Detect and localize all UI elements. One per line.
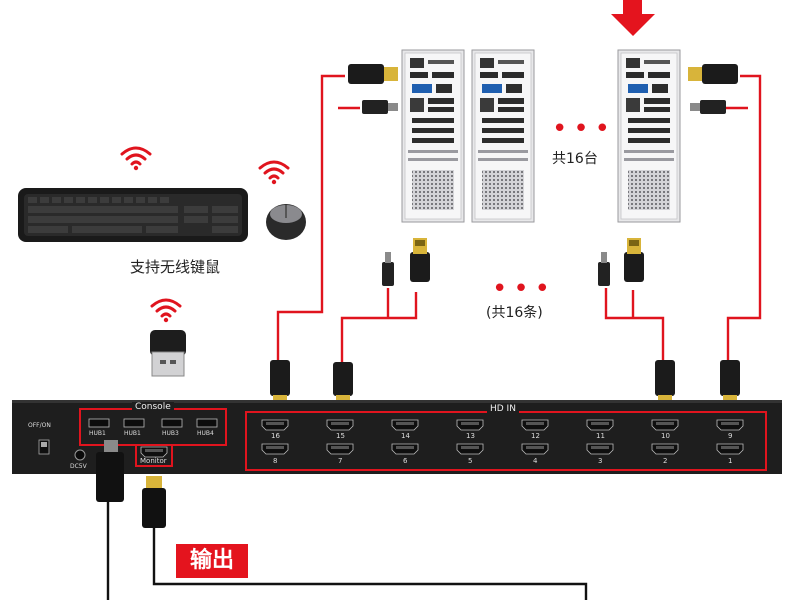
hdmi-port-number: 16: [271, 432, 280, 440]
cable-lines: [276, 74, 762, 362]
hdmi-port-number: 15: [336, 432, 345, 440]
hdmi-port-number: 7: [338, 457, 343, 465]
pc-tower-1-icon: [401, 49, 465, 223]
output-label: 输出: [176, 544, 248, 578]
hdmi-port-number: 9: [728, 432, 733, 440]
pc-count-label: 共16台: [552, 151, 598, 167]
hdmi-port-number: 12: [531, 432, 540, 440]
output-cable: [152, 524, 588, 600]
mouse-icon: [266, 204, 306, 240]
highlight-arrow-icon: [611, 0, 655, 36]
hdmi-port-number: 2: [663, 457, 668, 465]
usb-port-label: HUB1: [124, 430, 141, 437]
console-title: Console: [132, 402, 174, 412]
dc-input-label: DC5V: [70, 463, 87, 470]
wifi-icon: [258, 160, 290, 186]
hd-in-title: HD IN: [487, 404, 519, 414]
pc-connectors: [348, 64, 738, 286]
output-plugs: [96, 440, 166, 528]
keyboard-icon: [18, 188, 248, 242]
wireless-support-label: 支持无线键鼠: [130, 258, 221, 276]
hdmi-port-number: 14: [401, 432, 410, 440]
power-switch-label: OFF/ON: [28, 422, 51, 429]
hdmi-port-number: 5: [468, 457, 473, 465]
kvm-hdmi-plugs: [270, 360, 740, 407]
hdmi-port-number: 4: [533, 457, 538, 465]
hdmi-port-number: 6: [403, 457, 408, 465]
wifi-icon: [120, 146, 152, 172]
hdmi-port-number: 8: [273, 457, 278, 465]
usb-port-label: HUB3: [162, 430, 179, 437]
hdmi-port-number: 3: [598, 457, 603, 465]
more-cables-dots: •••: [492, 274, 557, 304]
monitor-port-label: Monitor: [140, 457, 167, 465]
usb-port-label: HUB1: [89, 430, 106, 437]
pc-tower-2-icon: [471, 49, 535, 223]
kvm-switch-panel: [12, 400, 782, 474]
cable-count-label: (共16条): [486, 305, 543, 321]
hdmi-port-number: 13: [466, 432, 475, 440]
usb-port-label: HUB4: [197, 430, 214, 437]
pc-tower-16-icon: [617, 49, 681, 223]
more-pcs-dots: •••: [552, 114, 617, 144]
hdmi-port-number: 10: [661, 432, 670, 440]
usb-receiver-icon: [150, 330, 186, 377]
hdmi-port-number: 11: [596, 432, 605, 440]
hdmi-port-number: 1: [728, 457, 733, 465]
wifi-icon: [150, 298, 182, 324]
